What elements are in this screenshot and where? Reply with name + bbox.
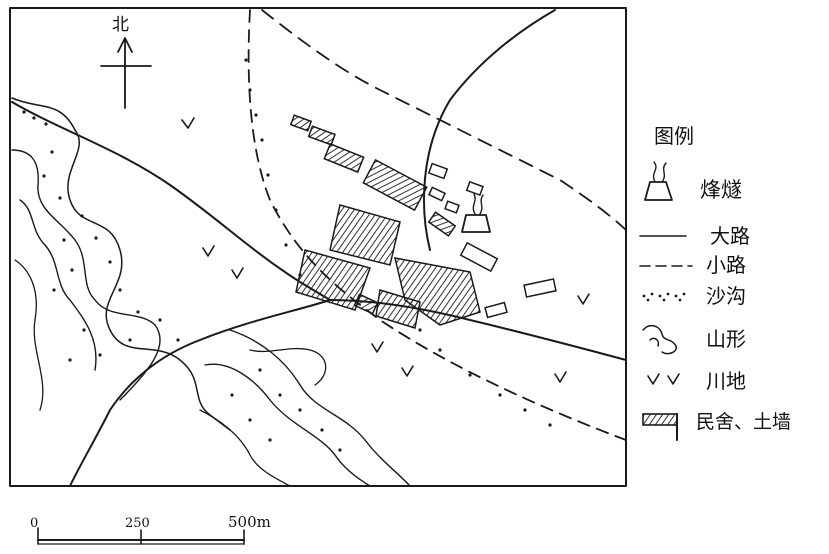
legend-label-houses-walls: 民舍、土墙	[696, 411, 791, 433]
scale-tick-0: 0	[30, 516, 38, 531]
legend-title: 图例	[654, 124, 694, 148]
legend-mountain-icon	[642, 324, 677, 355]
legend-label-beacon: 烽燧	[700, 178, 742, 202]
river-land-marks	[181, 117, 590, 383]
scale-tick-500m: 500m	[228, 513, 271, 531]
north-label: 北	[112, 15, 129, 35]
main-roads	[11, 9, 627, 487]
legend-beacon-icon	[644, 161, 673, 201]
scale-bar: 0 250 500m	[30, 513, 271, 545]
legend-river-land-icon	[647, 373, 680, 385]
houses-walls	[289, 114, 557, 329]
mountain-contours-west	[11, 97, 231, 431]
footpaths	[247, 9, 627, 441]
legend-label-main-road: 大路	[710, 224, 750, 248]
legend: 图例 烽燧 大路 小路 沙沟 山形 川地 民舍、土墙	[639, 124, 791, 441]
legend-label-path: 小路	[706, 253, 746, 277]
legend-houses-icon	[642, 413, 678, 426]
legend-label-river-land: 川地	[706, 369, 746, 393]
north-arrow: 北	[100, 15, 152, 109]
legend-label-mountain: 山形	[706, 327, 746, 351]
legend-label-sand-gully: 沙沟	[706, 284, 746, 308]
legend-sand-gully-icon	[642, 292, 686, 302]
map-frame	[9, 7, 627, 487]
beacon-tower	[461, 193, 491, 233]
mountain-contours-south	[199, 329, 411, 487]
scale-tick-250: 250	[125, 516, 150, 531]
sand-gully-dots	[22, 58, 552, 452]
